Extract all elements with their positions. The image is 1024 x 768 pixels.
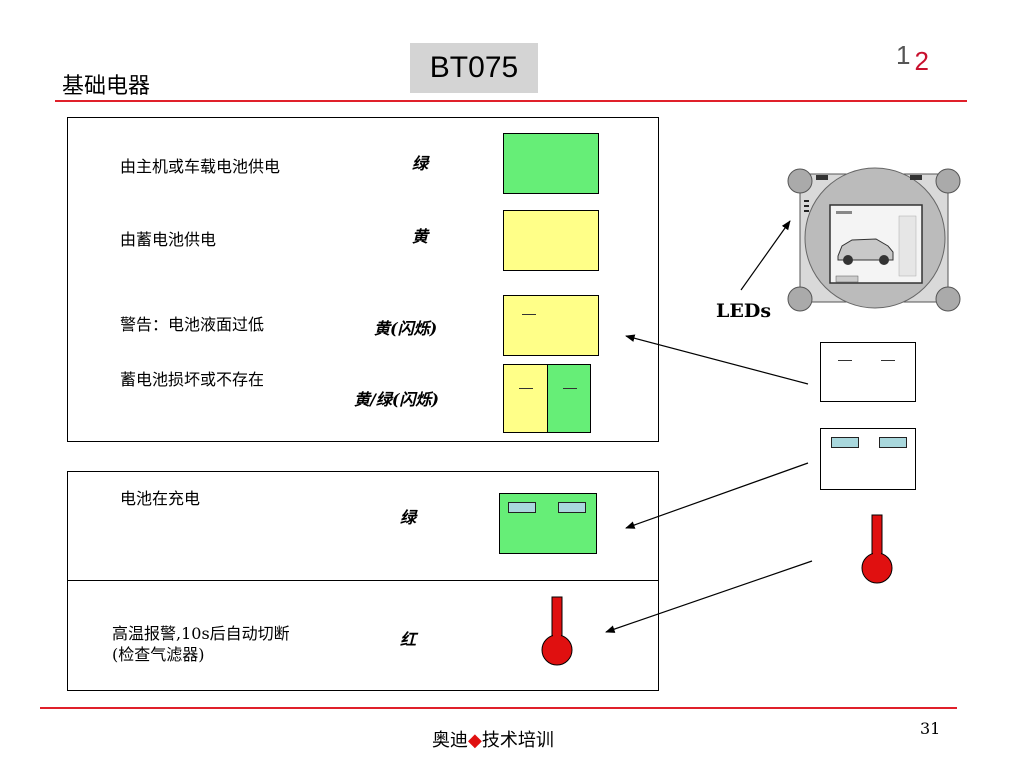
led-swatch-green (503, 133, 599, 194)
arrow-to-top-panel (625, 334, 809, 385)
led-dash (563, 388, 577, 389)
thermometer-icon (541, 596, 573, 666)
code-badge: BT075 (410, 43, 538, 93)
led-swatch-yellow-blinking (503, 295, 599, 356)
leds-label: LEDs (716, 300, 772, 322)
led-slot (879, 437, 907, 448)
led-dash (522, 314, 536, 315)
row-label-charging: 电池在充电 (120, 489, 201, 508)
page-indicator-1: 1 (896, 40, 911, 70)
footer-brand-name: 奥迪 (432, 730, 468, 751)
led-slot (558, 502, 586, 513)
led-legend-on (820, 428, 916, 490)
led-dash (881, 360, 895, 361)
row-label-battery-power: 由蓄电池供电 (120, 230, 217, 249)
row-label-battery-fault: 蓄电池损坏或不存在 (120, 370, 265, 389)
led-dash (519, 388, 533, 389)
row-label-overheat: 高温报警,10s后自动切断 (112, 624, 290, 643)
page-number: 31 (920, 719, 941, 738)
row-color-charging: 绿 (400, 508, 417, 527)
thermometer-icon (861, 514, 893, 584)
arrow-to-device (740, 220, 791, 291)
panel-divider (67, 580, 658, 581)
diamond-icon: ◆ (468, 730, 482, 751)
led-swatch-yellow-green-blinking (503, 364, 591, 433)
led-dash (838, 360, 852, 361)
header-divider (55, 100, 967, 102)
row-color-battery-fault: 黄/绿(闪烁) (354, 390, 439, 409)
arrow-to-overheat (605, 560, 813, 633)
row-label-host-power: 由主机或车载电池供电 (120, 157, 281, 176)
row-color-overheat: 红 (400, 630, 417, 649)
footer-brand: 奥迪◆技术培训 (432, 726, 554, 752)
led-half-yellow (504, 365, 548, 432)
row-label-overheat-note: (检查气滤器) (112, 645, 205, 664)
footer-divider (40, 707, 957, 709)
led-swatch-charging (499, 493, 597, 554)
led-legend-off (820, 342, 916, 402)
led-slot (831, 437, 859, 448)
row-color-battery-power: 黄 (412, 227, 429, 246)
footer-brand-suffix: 技术培训 (481, 730, 554, 751)
row-color-low-fluid: 黄(闪烁) (374, 319, 438, 338)
page-title: 基础电器 (62, 74, 151, 99)
page-indicator-2: 2 (914, 46, 929, 76)
diagnostic-device-illustration (787, 167, 961, 312)
arrow-to-charging (625, 462, 809, 529)
led-slot (508, 502, 536, 513)
code-badge-text: BT075 (429, 51, 519, 84)
led-swatch-yellow (503, 210, 599, 271)
row-color-host-power: 绿 (412, 154, 429, 173)
row-label-low-fluid: 警告：电池液面过低 (120, 315, 265, 334)
led-half-green (548, 365, 590, 432)
